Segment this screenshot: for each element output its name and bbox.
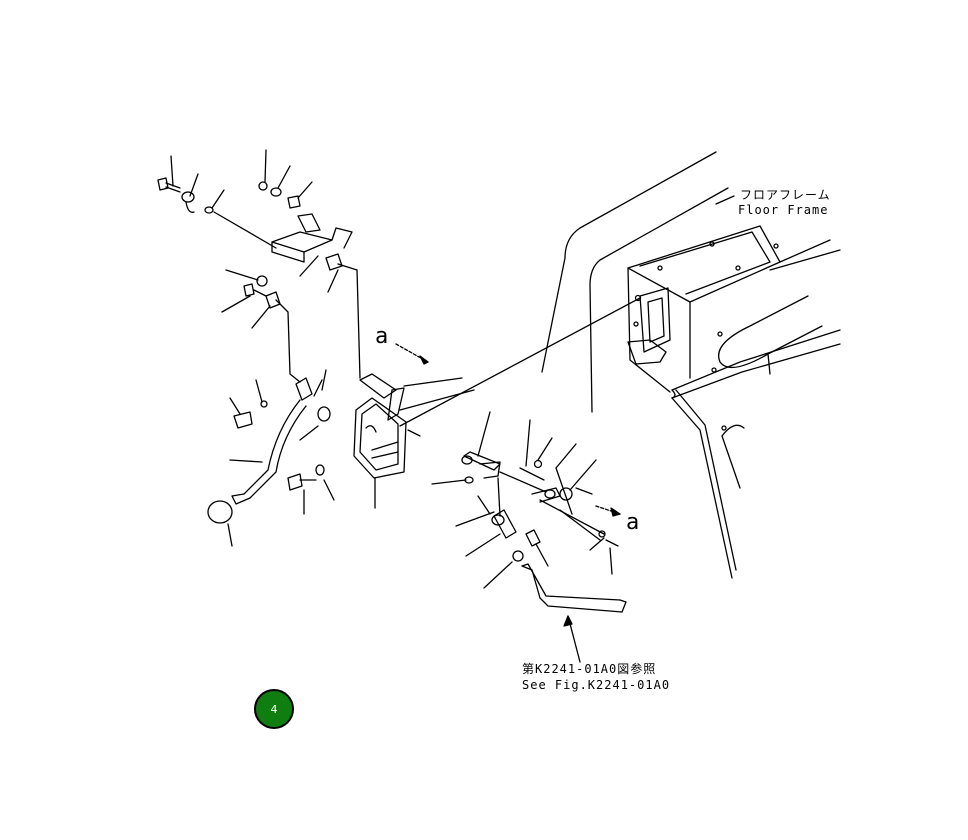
page-number-badge[interactable]: 4 — [254, 689, 294, 729]
view-marker-a-right: a — [626, 510, 640, 535]
badge-number: 4 — [270, 702, 278, 716]
view-arrow — [395, 343, 621, 517]
top-hardware — [157, 149, 361, 379]
floor-frame-label-jp: フロアフレーム — [740, 188, 831, 202]
reference-label-jp: 第K2241-01A0図参照 — [522, 662, 657, 676]
lever-assembly — [207, 369, 331, 547]
floor-frame-label-en: Floor Frame — [738, 203, 829, 217]
floor-frame — [541, 151, 841, 579]
shaft-cluster — [431, 411, 619, 589]
reference-label-en: See Fig.K2241-01A0 — [522, 678, 671, 692]
left-upper-bolts — [221, 269, 301, 383]
lower-rod — [521, 563, 627, 663]
floor-frame-leader — [715, 195, 735, 205]
view-marker-a-top: a — [375, 324, 389, 349]
control-housing — [287, 297, 641, 515]
